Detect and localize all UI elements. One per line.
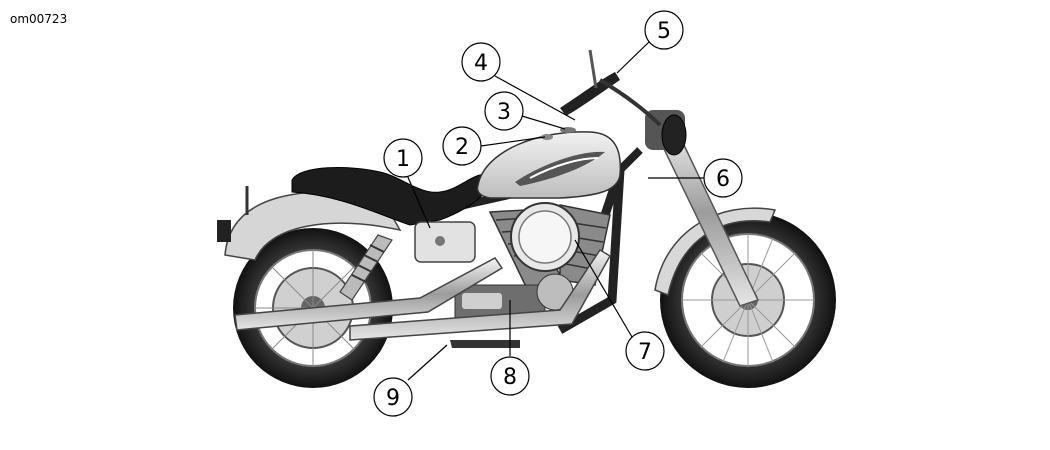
callout-7-label: 7	[638, 340, 652, 365]
callout-9-label: 9	[386, 386, 400, 411]
callout-3-label: 3	[497, 100, 511, 125]
callout-5-label: 5	[657, 19, 671, 44]
callout-9: 9	[373, 377, 413, 417]
callout-4-label: 4	[474, 51, 488, 76]
fuel-tank	[476, 127, 622, 199]
rear-shock	[339, 234, 393, 301]
leader-lines	[406, 41, 704, 381]
callout-1: 1	[383, 138, 423, 178]
callout-1-label: 1	[396, 147, 410, 172]
exhaust	[234, 248, 612, 341]
motorcycle	[217, 49, 836, 388]
callout-8-label: 8	[503, 365, 517, 390]
callout-7: 7	[625, 331, 665, 371]
figure-id: om00723	[10, 12, 68, 26]
callout-2: 2	[442, 126, 482, 166]
callout-4: 4	[461, 42, 501, 82]
callout-2-label: 2	[455, 135, 469, 160]
engine	[454, 202, 611, 326]
callout-6-label: 6	[716, 167, 730, 192]
callout-6: 6	[703, 158, 743, 198]
callout-8: 8	[490, 356, 530, 396]
callout-5: 5	[644, 10, 684, 50]
callout-3: 3	[484, 91, 524, 131]
